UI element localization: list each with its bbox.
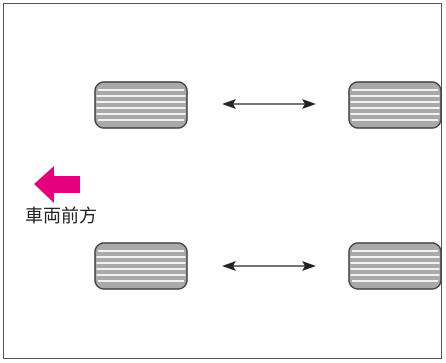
vehicle-front-label: 車両前方 xyxy=(25,206,97,227)
rotation-arrow-front xyxy=(222,99,316,109)
tire-front-right xyxy=(348,81,442,129)
tire-rear-left xyxy=(94,242,188,290)
arrow-left-icon xyxy=(34,166,80,203)
rotation-arrow-rear xyxy=(222,261,316,271)
tire-rear-right xyxy=(348,242,442,290)
tire-front-left xyxy=(94,81,188,129)
